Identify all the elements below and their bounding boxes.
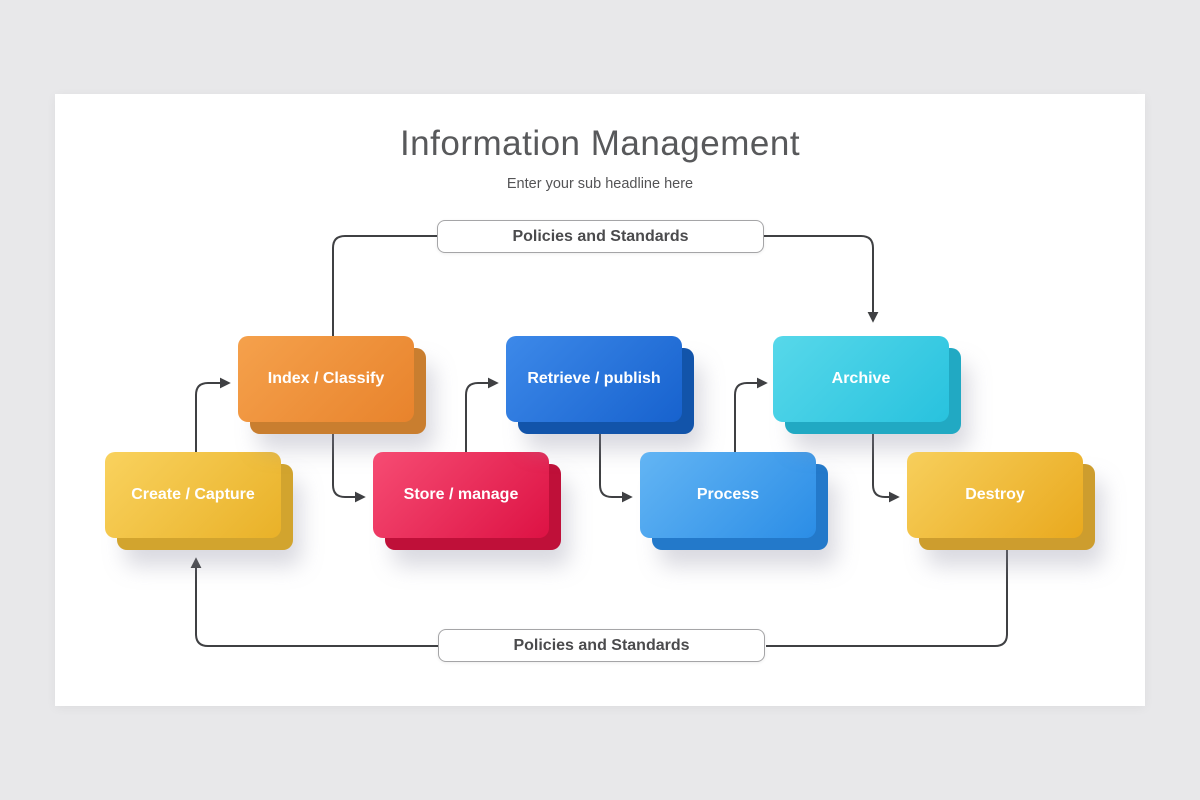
- policy-bar-bottom: Policies and Standards: [438, 629, 765, 662]
- node-archive-label: Archive: [831, 370, 891, 387]
- node-store-manage: Store / manage: [373, 452, 561, 550]
- connector-process-to-archive: [734, 377, 768, 454]
- connector-policytop-to-index: [332, 235, 437, 336]
- node-process: Process: [640, 452, 828, 550]
- page-title: Information Management: [399, 124, 801, 163]
- policy-bar-top-label: Policies and Standards: [512, 227, 689, 245]
- connector-store-to-retrieve: [465, 377, 499, 454]
- node-destroy: Destroy: [907, 452, 1095, 550]
- connector-create-to-index: [195, 377, 231, 454]
- node-destroy-label: Destroy: [965, 486, 1025, 503]
- policy-bar-top: Policies and Standards: [437, 220, 764, 253]
- node-index-classify: Index / Classify: [238, 336, 426, 434]
- connector-policybottom-to-create: [190, 557, 438, 647]
- node-create-capture-label: Create / Capture: [131, 486, 255, 503]
- connector-destroy-to-policybottom: [766, 547, 1008, 647]
- node-create-capture: Create / Capture: [105, 452, 293, 550]
- page-subtitle: Enter your sub headline here: [506, 176, 694, 192]
- node-archive: Archive: [773, 336, 961, 434]
- node-store-manage-label: Store / manage: [403, 486, 519, 503]
- node-retrieve-publish-label: Retrieve / publish: [527, 370, 661, 387]
- node-process-label: Process: [696, 486, 760, 503]
- node-retrieve-publish: Retrieve / publish: [506, 336, 694, 434]
- connector-policytop-to-archive: [763, 235, 879, 323]
- node-index-classify-label: Index / Classify: [267, 370, 385, 387]
- slide-canvas: Information Management Enter your sub he…: [55, 94, 1145, 706]
- policy-bar-bottom-label: Policies and Standards: [513, 636, 690, 654]
